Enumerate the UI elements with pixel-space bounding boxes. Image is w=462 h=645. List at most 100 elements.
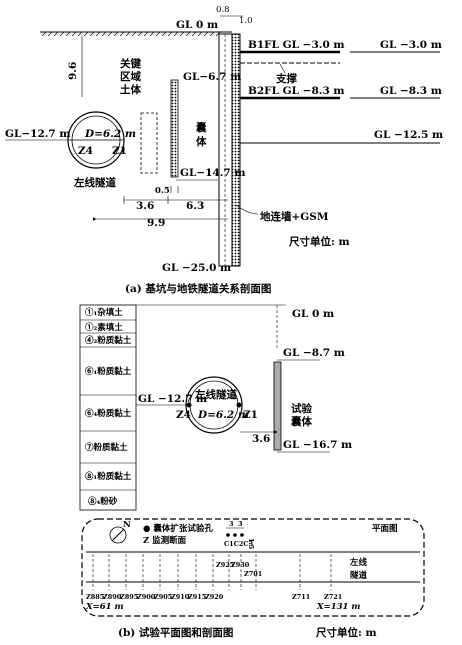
layer-1: ①₁杂填土 [85, 307, 123, 318]
unit-note-b: 尺寸单位: m [316, 626, 377, 639]
brace-leader [279, 63, 286, 74]
b1-label: B1FL GL −3.0 m [248, 39, 345, 51]
key-zone-3: 土体 [120, 83, 141, 96]
ground-hatch-a [40, 32, 220, 36]
bag-label-2: 体 [196, 135, 207, 148]
section-lines [92, 554, 332, 590]
figure-a: GL 0 m 0.8 1.0 B1FL GL −3.0 m GL −3.0 m … [5, 5, 443, 295]
z1-label-a: Z1 [112, 145, 127, 157]
section-z910: Z910 [171, 593, 190, 601]
ground-label-b: GL 0 m [292, 308, 334, 320]
tunnel-diameter-a: D=6.2 m [84, 128, 136, 140]
soil-rows [80, 319, 136, 491]
dim-9-9: 9.9 [147, 217, 165, 229]
bag-body-a [170, 79, 179, 178]
test-bag-label-2: 囊体 [290, 415, 312, 428]
z4-label-a: Z4 [78, 145, 93, 157]
north-arrow-icon [109, 526, 127, 544]
ground-label-a: GL 0 m [176, 19, 218, 31]
hole-dim-a: 3 [229, 520, 234, 528]
layer-3: ④₂粉质黏土 [85, 335, 132, 346]
section-z890: Z890 [103, 593, 122, 601]
wall-leader [235, 204, 259, 215]
wall-label: 地连墙+GSM [260, 210, 329, 223]
x-right: X=131 m [316, 602, 360, 612]
layer-6: ⑦粉质黏土 [85, 442, 128, 453]
section-z915: Z915 [188, 593, 207, 601]
dim-top-1: 0.8 [216, 5, 230, 15]
section-z905: Z905 [154, 593, 173, 601]
dim-9-6: 9.6 [67, 62, 79, 80]
bag-bottom-label-b: GL −16.7 m [283, 439, 352, 451]
tunnel-name-a: 左线隧道 [73, 176, 116, 189]
tunnel-center-label-a: GL−12.7 m [5, 128, 71, 140]
tunnel-diameter-b: D=6.2 m [197, 409, 249, 421]
layer-5: ⑥₄粉质黏土 [85, 408, 132, 419]
dim-top-2: 1.0 [239, 16, 253, 26]
key-zone-2: 区域 [120, 70, 141, 83]
soil-table [79, 304, 137, 511]
dim-3-6-b: 3.6 [252, 433, 270, 445]
section-z925: Z925 [216, 561, 235, 569]
dim-0-5: 0.5 [155, 186, 170, 196]
figure-b-plan: N ● 囊体扩张试验孔 Z 监测断面 平面图 3 3 C1C2C3 1.5 [81, 518, 425, 617]
layer-4: ⑥₁粉质黏土 [85, 366, 132, 377]
caption-a: (a) 基坑与地铁隧道关系剖面图 [125, 282, 271, 295]
section-z900: Z900 [137, 593, 156, 601]
b2-right-label: GL −8.3 m [380, 85, 442, 97]
x-left: X=61 m [85, 602, 124, 612]
bag-top-label-b: GL −8.7 m [283, 347, 345, 359]
test-bag-b [273, 361, 282, 451]
wall-bottom-label: GL −25.0 m [162, 262, 231, 274]
bag-bottom-label: GL−14.7 m [180, 167, 246, 179]
point-z1-b [236, 402, 242, 408]
section-z711: Z711 [292, 593, 310, 601]
north-arrow-needle [111, 528, 125, 542]
pit-bottom-label: GL −12.5 m [374, 129, 443, 141]
north-label: N [123, 520, 131, 530]
hole-dim-b: 3 [238, 520, 243, 528]
layer-2: ①₂素填土 [85, 322, 123, 333]
section-z701: Z701 [244, 570, 262, 578]
point-z4-b [186, 402, 192, 408]
tunnel-name-b: 左线隧道 [194, 388, 237, 401]
tunnel-plan-2: 隧道 [350, 570, 368, 581]
key-zone-1: 关键 [120, 57, 141, 70]
hole-names: C1C2C3 [224, 540, 254, 548]
z4-label-b: Z4 [176, 409, 191, 421]
figure-b-section: ①₁杂填土 ①₂素填土 ④₂粉质黏土 ⑥₁粉质黏土 ⑥₄粉质黏土 ⑦粉质黏土 ⑧… [79, 304, 352, 511]
z1-label-b: Z1 [243, 409, 258, 421]
vert-dim: 1.5 [247, 538, 255, 550]
bag-label-1: 囊 [195, 121, 207, 134]
unit-note-a: 尺寸单位: m [289, 235, 350, 248]
section-z930: Z930 [231, 561, 250, 569]
brace-label: 支撑 [275, 72, 297, 85]
plan-frame [81, 518, 425, 617]
hole-c3 [240, 533, 244, 537]
layer-7: ⑧₁粉质黏土 [85, 471, 132, 482]
tunnel-center-label-b: GL −12.7 m [138, 393, 207, 405]
gsm-wall [218, 33, 233, 267]
b2-label: B2FL GL −8.3 m [248, 85, 345, 97]
section-z895: Z895 [120, 593, 139, 601]
section-z721: Z721 [324, 593, 342, 601]
plan-title: 平面图 [372, 524, 398, 534]
section-z885: Z885 [86, 593, 105, 601]
caption-b: (b) 试验平面图和剖面图 [118, 626, 233, 639]
hole-c2 [233, 533, 237, 537]
test-bag-label-1: 试验 [291, 402, 312, 415]
key-zone-box [140, 112, 158, 174]
diaphragm-wall [231, 33, 241, 267]
tunnel-outer-b [185, 376, 243, 434]
section-z920: Z920 [205, 593, 224, 601]
bag-top-label: GL−6.7 m [183, 71, 241, 83]
b1-right-label: GL −3.0 m [380, 39, 442, 51]
layer-8: ⑧₄粉砂 [88, 496, 118, 507]
dim-6-3: 6.3 [186, 200, 204, 212]
legend-hole: ● 囊体扩张试验孔 [143, 523, 213, 534]
tunnel-plan-1: 左线 [349, 557, 368, 568]
dim-3-6-a: 3.6 [136, 200, 154, 212]
hole-c1 [226, 533, 230, 537]
